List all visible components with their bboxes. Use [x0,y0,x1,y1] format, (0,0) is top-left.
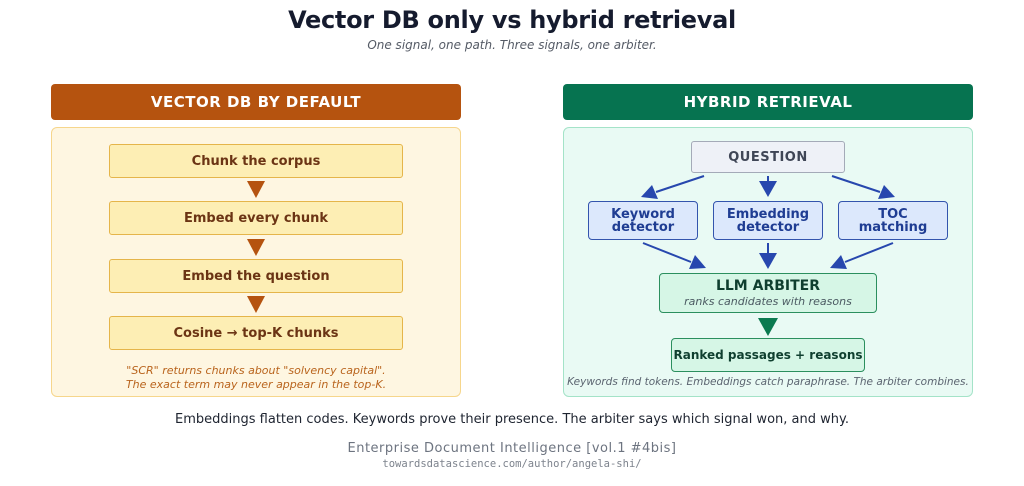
arrow-left-1 [247,181,265,198]
hybrid-note: Keywords find tokens. Embeddings catch p… [567,376,969,388]
toc-matching-line-1: TOC [878,206,908,222]
arrow-question-to-toc [831,175,895,199]
llm-arbiter-subtitle: ranks candidates with reasons [684,295,852,308]
vector-db-note-line-2: The exact term may never appear in the t… [125,378,387,391]
arrow-left-2 [247,239,265,256]
embedding-detector-line-1: Embedding [726,206,810,222]
page-subtitle: One signal, one path. Three signals, one… [367,38,657,52]
arrow-left-3 [247,296,265,313]
arrow-question-to-keyword [641,175,705,199]
llm-arbiter-title: LLM ARBITER [715,278,821,294]
toc-matching-line-2: matching [858,219,928,235]
author-url: towardsdatascience.com/author/angela-shi… [382,458,642,470]
footer-tagline: Embeddings flatten codes. Keywords prove… [175,412,849,427]
embedding-detector-line-2: detector [736,219,800,235]
arrow-embedding-to-arbiter [759,243,777,269]
ranked-output-box: Ranked passages + reasons [671,338,865,372]
page-title: Vector DB only vs hybrid retrieval [288,6,736,34]
arrow-question-to-embedding [759,176,777,197]
keyword-detector-line-1: Keyword [611,206,675,222]
arrow-toc-to-arbiter [830,242,894,269]
step-chunk-corpus: Chunk the corpus [109,144,403,178]
vector-db-panel-header: VECTOR DB BY DEFAULT [51,84,461,120]
keyword-detector-line-2: detector [611,219,675,235]
step-embed-question: Embed the question [109,259,403,293]
vector-db-note-line-1: "SCR" returns chunks about "solvency cap… [126,364,386,377]
hybrid-panel-header: HYBRID RETRIEVAL [563,84,973,120]
llm-arbiter-box: LLM ARBITER ranks candidates with reason… [659,273,877,313]
arrow-arbiter-to-output [758,318,778,336]
arrow-keyword-to-arbiter [642,242,706,269]
question-box: QUESTION [691,141,845,173]
step-embed-chunks: Embed every chunk [109,201,403,235]
series-label: Enterprise Document Intelligence [vol.1 … [347,441,677,456]
step-cosine-topk: Cosine → top-K chunks [109,316,403,350]
